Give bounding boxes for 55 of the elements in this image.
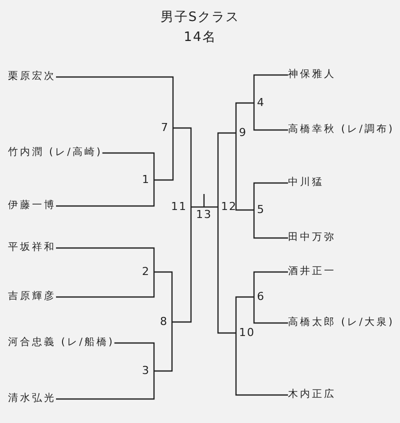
player-name: 田中万弥	[288, 232, 336, 244]
bracket-line	[217, 207, 236, 334]
participant-count: 14名	[184, 30, 216, 45]
match-number: 1	[142, 174, 150, 186]
bracket-line	[235, 296, 254, 333]
bracket-line	[154, 322, 173, 372]
player-name: 高橋太郎 (レ/大泉)	[288, 317, 394, 329]
bracket-line	[56, 76, 174, 128]
match-number: 2	[142, 266, 150, 278]
bracket-line	[235, 333, 288, 396]
player-name: 伊藤一博	[8, 200, 56, 212]
match-number: 8	[160, 316, 168, 328]
bracket-line	[172, 207, 192, 323]
bracket-line	[253, 271, 288, 297]
bracket-line	[253, 182, 288, 210]
match-number: 13	[196, 209, 212, 221]
bracket-line	[56, 272, 155, 298]
bracket-line	[253, 74, 288, 103]
bracket-line	[56, 247, 155, 272]
player-name: 竹内潤 (レ/高崎)	[8, 147, 102, 159]
bracket-line	[154, 271, 173, 322]
bracket-line	[217, 132, 236, 207]
match-number: 6	[257, 291, 265, 303]
player-name: 高橋幸秋 (レ/調布)	[288, 124, 394, 136]
player-name: 平坂祥和	[8, 242, 56, 254]
bracket-line	[253, 210, 288, 239]
bracket-line	[102, 152, 155, 180]
title: 男子Sクラス	[160, 10, 240, 25]
bracket-line	[191, 206, 204, 208]
match-number: 5	[257, 204, 265, 216]
bracket-line	[235, 102, 254, 133]
player-name: 河合忠義 (レ/船橋)	[8, 337, 114, 349]
match-number: 11	[171, 201, 187, 213]
player-name: 吉原輝彦	[8, 291, 56, 303]
bracket-line	[56, 180, 155, 207]
bracket-line	[253, 103, 288, 131]
bracket-line	[173, 127, 192, 207]
player-name: 木内正広	[288, 389, 336, 401]
bracket-line	[204, 206, 218, 208]
bracket-line	[253, 297, 288, 324]
player-name: 清水弘光	[8, 393, 56, 405]
match-number: 10	[239, 327, 255, 339]
match-number: 7	[161, 122, 169, 134]
player-name: 酒井正一	[288, 266, 336, 278]
player-name: 神保雅人	[288, 69, 336, 81]
bracket-line	[154, 128, 174, 181]
match-number: 4	[257, 97, 265, 109]
match-number: 9	[239, 127, 247, 139]
bracket-line	[235, 133, 254, 211]
match-number: 12	[221, 201, 237, 213]
bracket-line	[56, 371, 155, 400]
player-name: 栗原宏次	[8, 71, 56, 83]
bracket-line	[114, 342, 155, 371]
player-name: 中川猛	[288, 177, 324, 189]
match-number: 3	[142, 365, 150, 377]
